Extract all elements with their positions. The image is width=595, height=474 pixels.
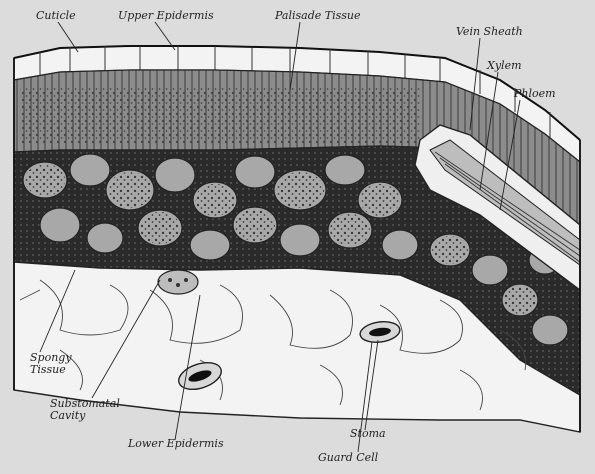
label-spongy-tissue-line-2: Tissue [30,364,90,376]
label-substomatal-cavity-line-2: Cavity [50,410,140,422]
label-guard-cell: Guard Cell [318,452,378,464]
label-lower-epidermis: Lower Epidermis [128,438,224,450]
label-upper-epidermis: Upper Epidermis [118,10,214,22]
label-spongy-tissue: Spongy Tissue [30,352,90,376]
label-substomatal-cavity: Substomatal Cavity [50,398,140,422]
label-palisade-tissue: Palisade Tissue [275,10,361,22]
label-vein-sheath: Vein Sheath [456,26,523,38]
label-stoma: Stoma [350,428,386,440]
label-phloem: Phloem [514,88,556,100]
substomatal-cavity [158,270,198,294]
label-cuticle: Cuticle [36,10,76,22]
label-xylem: Xylem [487,60,522,72]
